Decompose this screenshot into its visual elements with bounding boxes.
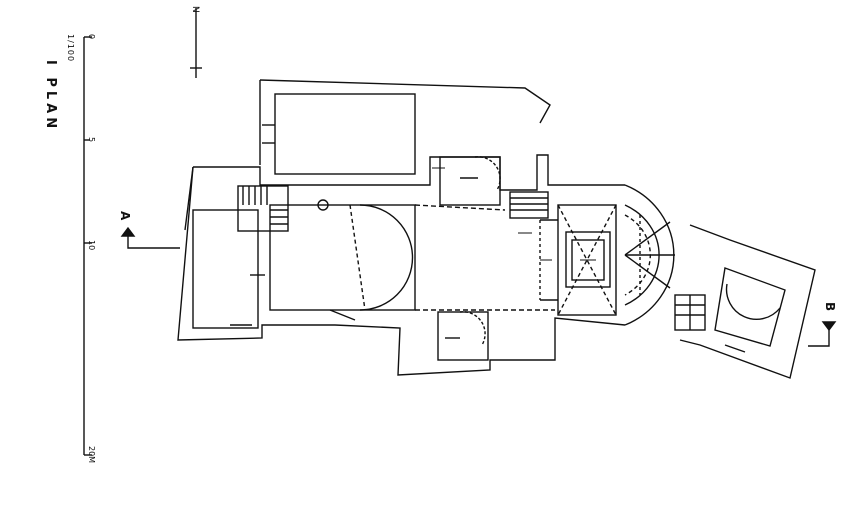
section-label-a: A [118, 211, 132, 221]
west-narthex [192, 209, 265, 329]
east-annex [674, 224, 816, 379]
door-arrows [432, 167, 596, 261]
north-chapel [439, 156, 501, 206]
sanctuary [539, 204, 617, 316]
scale-ratio: 1/100 [66, 34, 75, 63]
section-marker-a [120, 226, 180, 249]
south-chapel [437, 311, 489, 361]
section-label-b: B [823, 302, 837, 312]
crossing [414, 204, 555, 311]
north-annex [259, 79, 551, 175]
section-marker-b [808, 321, 837, 347]
scale-tick-5: 5 [87, 137, 96, 143]
north-arrow [190, 8, 202, 78]
nave [269, 199, 416, 321]
north-label: N [190, 6, 200, 13]
small-stair [509, 191, 549, 219]
scale-tick-20m: 20M [87, 446, 96, 464]
scale-tick-10: 10 [87, 240, 96, 251]
plan-title: I PLAN [43, 60, 58, 133]
scale-tick-0: 0 [87, 34, 96, 40]
staircase [237, 185, 289, 232]
apse [624, 184, 675, 326]
scale-bar [83, 36, 92, 456]
